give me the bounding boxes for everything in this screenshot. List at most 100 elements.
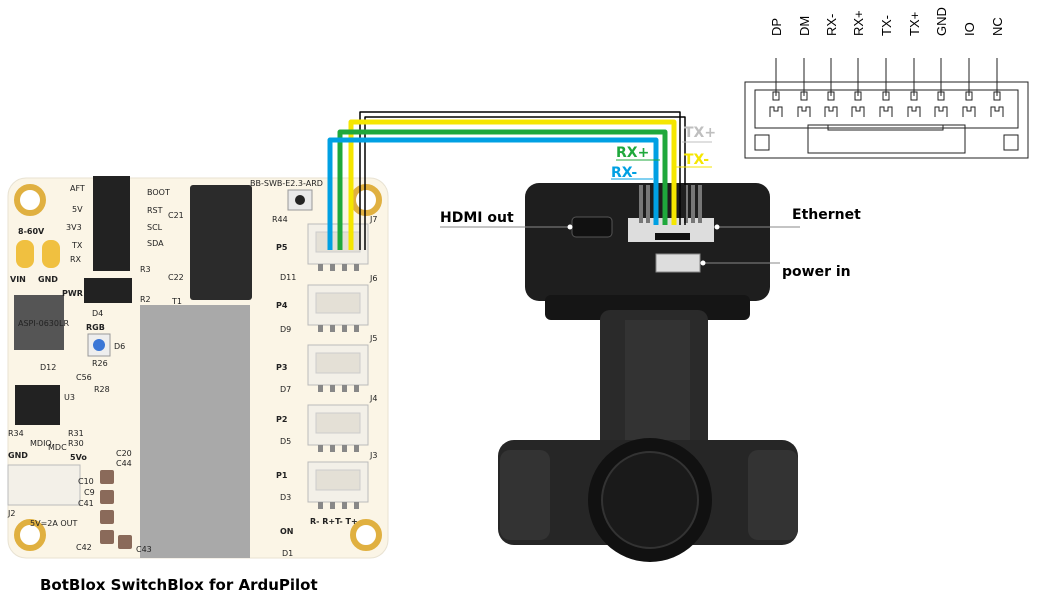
silkscreen-label: TX xyxy=(71,241,83,250)
pin-label: RX- xyxy=(824,14,839,36)
wire-label-tx-minus: TX- xyxy=(684,152,709,168)
silkscreen-label: SDA xyxy=(147,239,164,248)
silkscreen-label: D6 xyxy=(114,342,125,351)
camera-gimbal xyxy=(498,183,798,562)
silkscreen-label: J5 xyxy=(369,334,377,343)
silkscreen-label: VIN xyxy=(10,275,26,284)
pin-label: DM xyxy=(797,16,812,36)
silkscreen-label: R26 xyxy=(92,359,108,368)
hdmi-out-label: HDMI out xyxy=(440,210,514,226)
silkscreen-label: BOOT xyxy=(147,188,170,197)
silkscreen-label: C9 xyxy=(84,488,95,497)
silkscreen-label: T1 xyxy=(171,297,182,306)
silkscreen-label: ON xyxy=(280,527,294,536)
pin-label: RX+ xyxy=(851,10,866,36)
silkscreen-label: J7 xyxy=(369,215,377,224)
silkscreen-label: P3 xyxy=(276,363,287,372)
pin-label: DP xyxy=(769,18,784,36)
silkscreen-label: RX xyxy=(70,255,82,264)
ic-chip xyxy=(190,185,252,300)
silkscreen-label: R31 xyxy=(68,429,84,438)
wire-label-tx-plus: TX+ xyxy=(684,125,716,141)
mount-hole xyxy=(350,184,382,216)
capacitor xyxy=(100,510,114,524)
capacitor xyxy=(100,490,114,504)
j2-connector xyxy=(7,464,81,506)
silkscreen-label: AFT xyxy=(70,184,85,193)
mount-hole xyxy=(14,519,46,551)
silkscreen-label: P2 xyxy=(276,415,287,424)
silkscreen-label: R30 xyxy=(68,439,84,448)
inductor xyxy=(14,295,64,350)
silkscreen-label: R- R+T- T+ xyxy=(310,517,358,526)
silkscreen-label: R28 xyxy=(94,385,110,394)
main-chip xyxy=(140,305,250,558)
board-title: BotBlox SwitchBlox for ArduPilot xyxy=(40,576,318,594)
silkscreen-label: PWR xyxy=(62,289,83,298)
silkscreen-label: R34 xyxy=(8,429,24,438)
silkscreen-label: GND xyxy=(8,451,28,460)
silkscreen-label: D7 xyxy=(280,385,291,394)
silkscreen-label: RST xyxy=(147,206,163,215)
ethernet-connector xyxy=(307,461,369,509)
pin-2: RX- xyxy=(824,14,839,117)
pin-label: IO xyxy=(962,22,977,36)
silkscreen-label: C20 xyxy=(116,449,132,458)
power-in-label: power in xyxy=(782,264,851,280)
silkscreen-label: J2 xyxy=(7,509,15,518)
silkscreen-label: 5V=2A OUT xyxy=(30,519,78,528)
silkscreen-label: SCL xyxy=(147,223,163,232)
capacitor xyxy=(100,530,114,544)
silkscreen-label: P1 xyxy=(276,471,288,480)
wires xyxy=(327,111,800,266)
pin-label: NC xyxy=(990,17,1005,36)
silkscreen-label: D12 xyxy=(40,363,56,372)
wire-tx-plus-a xyxy=(359,111,681,250)
silkscreen-label: C22 xyxy=(168,273,184,282)
pin-8: NC xyxy=(990,17,1005,117)
wire-rx-plus xyxy=(337,129,668,250)
pin-1: DM xyxy=(797,16,812,117)
silkscreen-label: D4 xyxy=(92,309,103,318)
silkscreen-label: C43 xyxy=(136,545,152,554)
silkscreen-label: D11 xyxy=(280,273,296,282)
wire-tx-minus xyxy=(348,119,677,250)
header-pins xyxy=(93,176,130,271)
silkscreen-label: D3 xyxy=(280,493,291,502)
silkscreen-label: C41 xyxy=(78,499,94,508)
silkscreen-label: MDIO xyxy=(30,439,52,448)
silkscreen-label: 5V xyxy=(72,205,83,214)
silkscreen-label: C56 xyxy=(76,373,92,382)
pin-5: TX+ xyxy=(907,12,922,117)
ethernet-connector xyxy=(307,284,369,332)
wire-tx-plus-b xyxy=(364,116,686,250)
silkscreen-label: BB-SWB-E2.3-ARD xyxy=(250,179,323,188)
d4-diode xyxy=(84,278,132,303)
silkscreen-label: MDC xyxy=(48,443,67,452)
silkscreen-label: ASPI-0630LR xyxy=(18,319,69,328)
connector-pinout: DP DM RX- RX+ TX- TX+ GND IO NC xyxy=(744,7,1029,159)
mount-hole xyxy=(14,184,46,216)
silkscreen-label: R3 xyxy=(140,265,151,274)
pin-4: TX- xyxy=(879,15,894,117)
silkscreen-label: R2 xyxy=(140,295,151,304)
silkscreen-label: P5 xyxy=(276,243,288,252)
wire-label-rx-plus: RX+ xyxy=(616,145,649,161)
pin-6: GND xyxy=(934,7,949,117)
wire-label-rx-minus: RX- xyxy=(611,165,637,181)
silkscreen-label: C10 xyxy=(78,477,94,486)
silkscreen-label: D5 xyxy=(280,437,291,446)
mount-hole xyxy=(350,519,382,551)
pin-label: GND xyxy=(934,7,949,36)
silkscreen-label: U3 xyxy=(64,393,75,402)
silkscreen-label: 8-60V xyxy=(18,227,45,236)
capacitor xyxy=(100,470,114,484)
silkscreen-label: D1 xyxy=(282,549,293,558)
capacitor xyxy=(118,535,132,549)
silkscreen-label: C21 xyxy=(168,211,184,220)
silkscreen-label: 3V3 xyxy=(66,223,82,232)
silkscreen-label: GND xyxy=(38,275,58,284)
ethernet-connector xyxy=(307,404,369,452)
